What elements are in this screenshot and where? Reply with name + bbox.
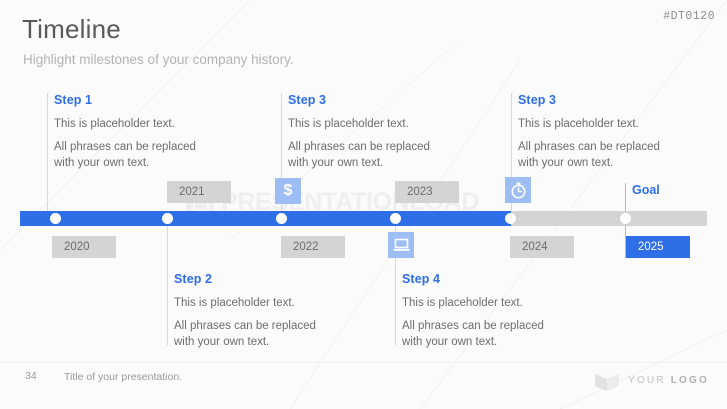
timeline-node-2[interactable] [162,213,173,224]
timeline-bar-progress [20,211,511,226]
document-code: #DT0120 [663,10,715,23]
year-chip-2020: 2020 [52,236,116,258]
logo-text-bold: LOGO [670,374,709,386]
goal-label: Goal [632,183,660,197]
dollar-icon[interactable]: $ [275,178,301,204]
step-text-line-2: All phrases can be replaced [402,320,544,332]
step-title: Step 4 [402,272,441,286]
logo-text: YOUR LOGO [628,375,709,386]
step-text-line-1: This is placeholder text. [518,118,639,130]
connector-step-2 [167,225,168,345]
year-chip-2021: 2021 [167,181,231,203]
step-text-line-2: All phrases can be replaced [54,141,196,153]
step-block-below-2: Step 4 This is placeholder text. All phr… [402,272,587,350]
laptop-icon[interactable] [388,232,414,258]
step-text-line-1: This is placeholder text. [402,297,523,309]
stopwatch-icon-glyph [511,181,525,198]
step-title: Step 1 [54,93,93,107]
step-text-line-3: with your own text. [288,157,384,169]
step-text-line-2: All phrases can be replaced [174,320,316,332]
year-chip-2022: 2022 [281,236,345,258]
timeline-node-4[interactable] [390,213,401,224]
footer-divider [0,362,727,363]
step-block-above-3: Step 3 This is placeholder text. All phr… [518,93,703,171]
step-block-below-1: Step 2 This is placeholder text. All phr… [174,272,359,350]
year-chip-goal-2025: 2025 [626,236,690,258]
step-text-line-3: with your own text. [402,336,498,348]
timeline-node-5[interactable] [505,213,516,224]
dollar-icon-glyph: $ [283,182,293,199]
year-chip-2024: 2024 [510,236,574,258]
step-text-line-1: This is placeholder text. [174,297,295,309]
step-title: Step 2 [174,272,213,286]
step-text-line-2: All phrases can be replaced [518,141,660,153]
page-title: Timeline [22,14,121,44]
step-text-line-3: with your own text. [174,336,270,348]
step-text-line-3: with your own text. [54,157,150,169]
step-block-above-1: Step 1 This is placeholder text. All phr… [54,93,239,171]
step-text-line-2: All phrases can be replaced [288,141,430,153]
cube-logo-icon [595,369,620,391]
step-title: Step 3 [518,93,557,107]
timeline-bar-track[interactable] [20,211,707,226]
footer-title: Title of your presentation. [64,371,183,383]
logo-text-light: YOUR [628,374,671,386]
timeline-node-3[interactable] [276,213,287,224]
step-text-line-3: with your own text. [518,157,614,169]
stopwatch-icon[interactable] [505,177,531,203]
connector-step-1 [47,93,48,213]
step-text-line-1: This is placeholder text. [54,118,175,130]
step-block-above-2: Step 3 This is placeholder text. All phr… [288,93,473,171]
timeline-node-6[interactable] [620,213,631,224]
laptop-icon-glyph [393,238,409,251]
timeline-node-1[interactable] [50,213,61,224]
page-subtitle: Highlight milestones of your company his… [23,52,294,67]
step-title: Step 3 [288,93,327,107]
page-number: 34 [25,370,37,382]
logo-placeholder: YOUR LOGO [594,368,709,392]
year-chip-2023: 2023 [395,181,459,203]
step-text-line-1: This is placeholder text. [288,118,409,130]
